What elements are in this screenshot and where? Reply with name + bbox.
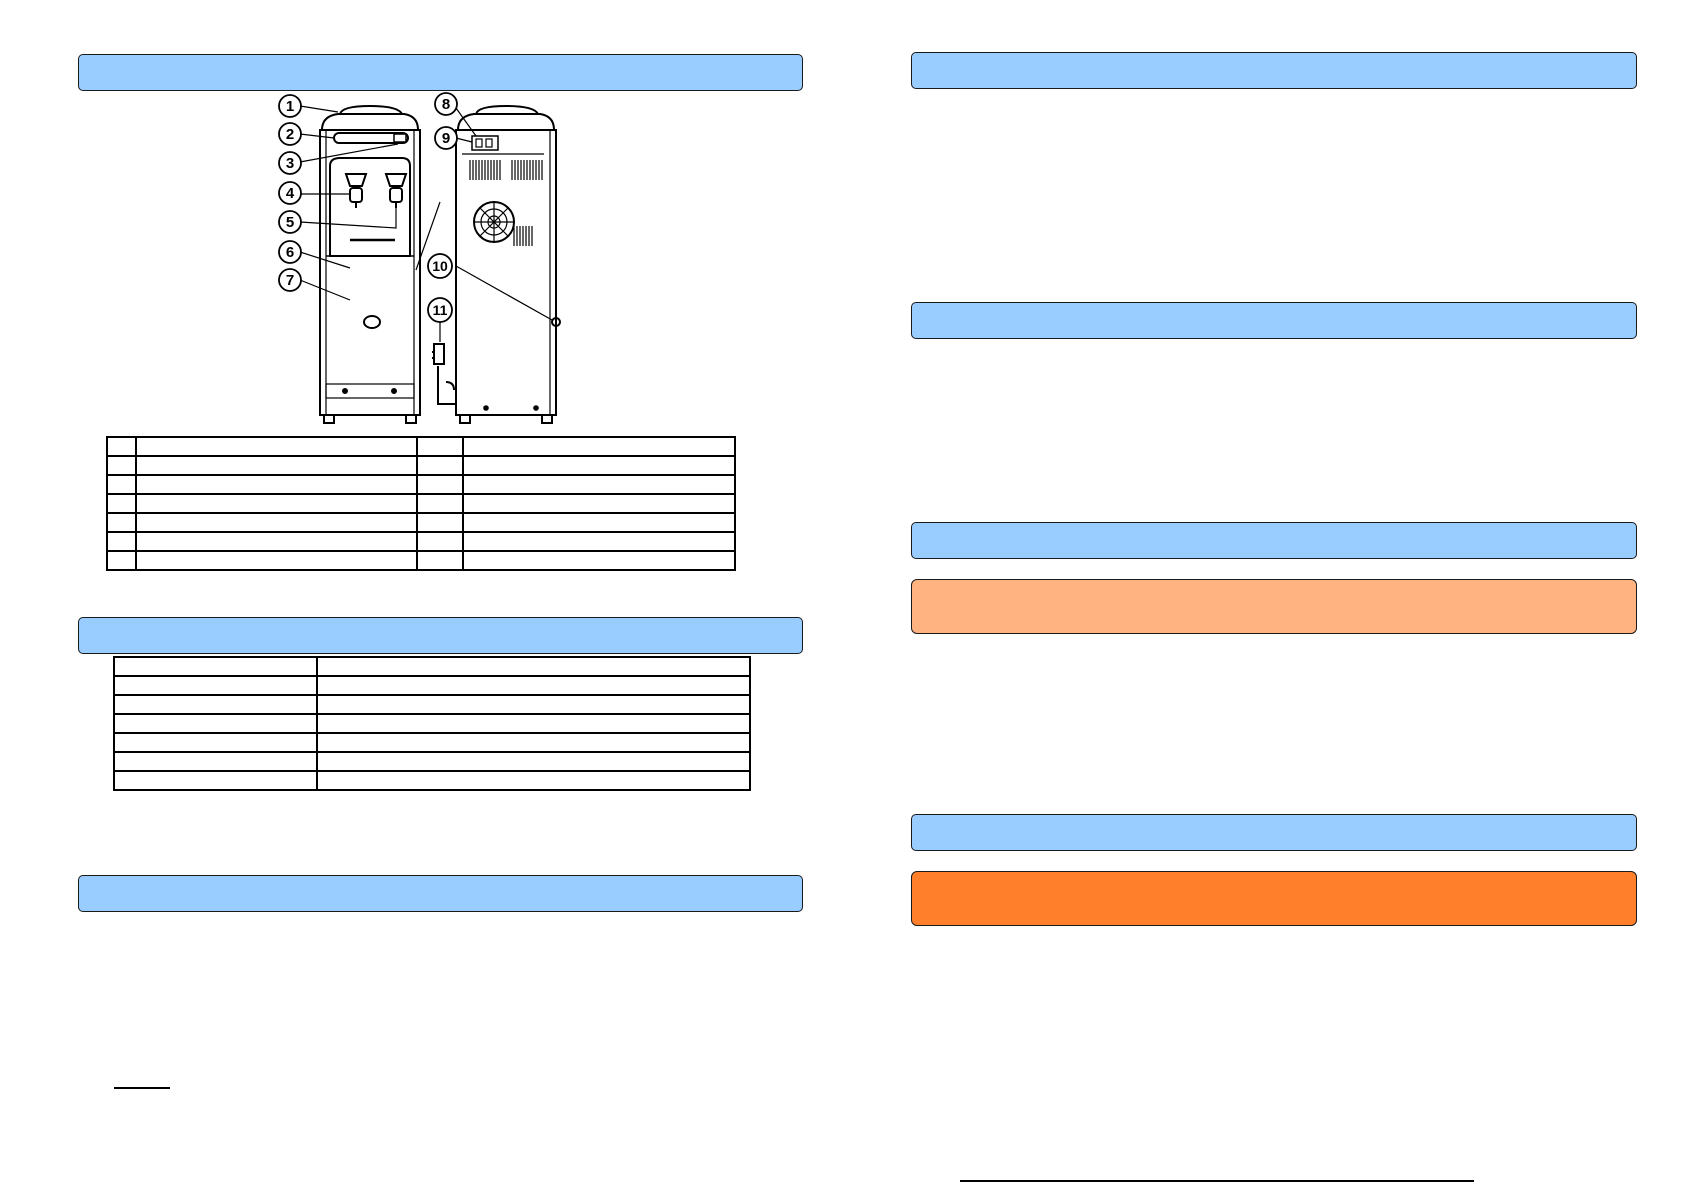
rear-vents bbox=[469, 160, 543, 246]
callout-7: 7 bbox=[278, 268, 302, 292]
table-row bbox=[113, 732, 751, 753]
svg-text:5: 5 bbox=[286, 214, 294, 231]
section-bar-right-2 bbox=[911, 302, 1637, 339]
section-bar-parts bbox=[78, 54, 803, 91]
svg-text:7: 7 bbox=[286, 272, 294, 289]
front-top-cover bbox=[321, 113, 419, 131]
table-row bbox=[113, 770, 751, 791]
water-dispenser-diagram: 1 2 3 4 5 6 7 8 9 10 11 bbox=[278, 92, 561, 424]
callout-2: 2 bbox=[278, 122, 302, 146]
callout-9: 9 bbox=[434, 126, 458, 150]
power-plug bbox=[433, 343, 445, 365]
water-bottle-cap bbox=[339, 104, 403, 115]
hot-tap bbox=[344, 173, 368, 208]
section-bar-installation bbox=[78, 875, 803, 912]
table-row bbox=[106, 512, 736, 533]
table-row bbox=[106, 455, 736, 476]
table-row bbox=[106, 474, 736, 495]
table-row bbox=[113, 656, 751, 677]
section-bar-right-1 bbox=[911, 52, 1637, 89]
warning-box bbox=[911, 871, 1637, 926]
cooling-fan bbox=[473, 201, 515, 243]
tap-recess bbox=[329, 157, 411, 257]
front-cabinet bbox=[319, 129, 421, 416]
callout-11: 11 bbox=[427, 297, 453, 323]
section-bar-right-3 bbox=[911, 522, 1637, 559]
indicator-lights bbox=[393, 133, 407, 143]
table-row bbox=[106, 493, 736, 514]
parts-table bbox=[106, 436, 736, 571]
table-row bbox=[106, 550, 736, 571]
table-row bbox=[113, 713, 751, 734]
table-row bbox=[106, 436, 736, 457]
table-row bbox=[113, 694, 751, 715]
svg-text:3: 3 bbox=[286, 155, 294, 172]
table-row bbox=[106, 531, 736, 552]
callout-8: 8 bbox=[434, 92, 458, 116]
section-bar-specifications bbox=[78, 617, 803, 654]
power-switches bbox=[471, 135, 499, 151]
svg-text:2: 2 bbox=[286, 126, 294, 143]
cold-tap bbox=[384, 173, 408, 208]
callout-4: 4 bbox=[278, 181, 302, 205]
callout-3: 3 bbox=[278, 151, 302, 175]
spec-table bbox=[113, 656, 751, 791]
callout-10: 10 bbox=[427, 253, 453, 279]
svg-text:4: 4 bbox=[286, 185, 295, 202]
caution-box bbox=[911, 579, 1637, 634]
front-base bbox=[325, 383, 415, 399]
section-bar-right-4 bbox=[911, 814, 1637, 851]
svg-text:10: 10 bbox=[432, 258, 448, 274]
callout-5: 5 bbox=[278, 210, 302, 234]
rear-cabinet bbox=[455, 129, 557, 416]
drain-plug bbox=[551, 317, 561, 327]
cabinet-door-knob bbox=[363, 315, 381, 329]
svg-text:1: 1 bbox=[286, 98, 294, 115]
table-row bbox=[113, 675, 751, 696]
svg-text:8: 8 bbox=[442, 96, 450, 113]
svg-text:9: 9 bbox=[442, 130, 450, 147]
callout-6: 6 bbox=[278, 240, 302, 264]
svg-text:6: 6 bbox=[286, 244, 294, 261]
short-underline bbox=[114, 1087, 170, 1089]
svg-text:11: 11 bbox=[433, 302, 448, 318]
signature-line bbox=[960, 1180, 1474, 1182]
callout-1: 1 bbox=[278, 94, 302, 118]
table-row bbox=[113, 751, 751, 772]
power-cord bbox=[437, 366, 457, 405]
